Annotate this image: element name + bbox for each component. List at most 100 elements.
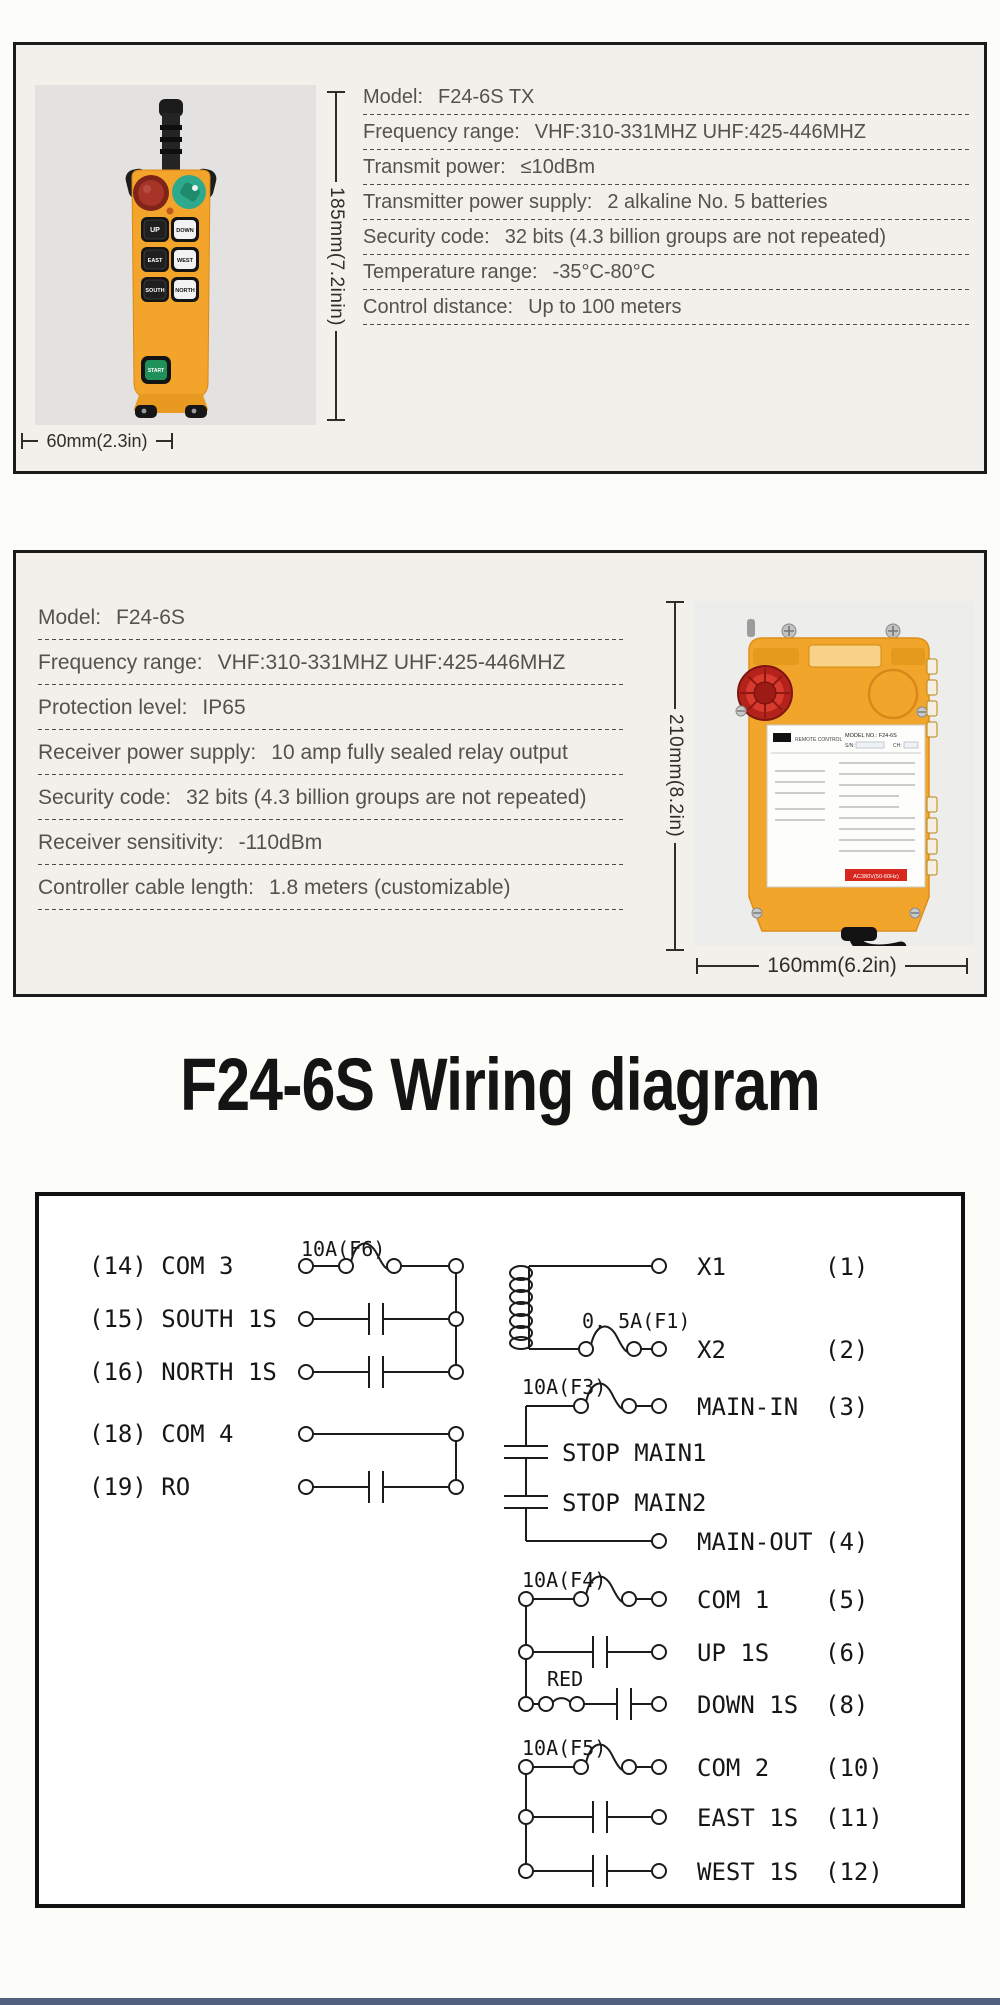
dim-line xyxy=(674,603,676,710)
receiver-panel: Model: F24-6S Frequency range: VHF:310-331… xyxy=(13,550,987,997)
spec-value: 32 bits (4.3 billion groups are not repe… xyxy=(186,785,587,809)
receiver-illustration: REMOTE CONTROL MODEL NO.: F24-6S S/N: CH… xyxy=(735,619,938,956)
dim-cap xyxy=(327,419,345,421)
dim-line xyxy=(335,330,337,419)
dim-line xyxy=(698,965,760,967)
fuse-label-f3: 10A(F3) xyxy=(522,1375,606,1399)
spec-label: Transmit power: xyxy=(363,156,506,178)
pin-number: (12) xyxy=(825,1858,883,1886)
spec-value: ≤10dBm xyxy=(520,156,595,178)
fuse-label-f5: 10A(F5) xyxy=(522,1736,606,1760)
receiver-spec-list: Model: F24-6S Frequency range: VHF:310-331… xyxy=(38,595,623,910)
wiring-diagram: (14) COM 3 (15) SOUTH 1S (16) NORTH 1S (… xyxy=(89,1237,883,1888)
transmitter-width-dimension: 60mm(2.3in) xyxy=(21,428,173,454)
button-north: NORTH xyxy=(171,277,199,302)
dim-line xyxy=(674,842,676,949)
spec-row: Transmit power: ≤10dBm xyxy=(363,150,970,185)
dim-label: 160mm(6.2in) xyxy=(767,954,897,977)
terminal-label-west1s: WEST 1S xyxy=(697,1858,798,1886)
button-start-label: START xyxy=(148,368,164,374)
spec-value: F24-6S TX xyxy=(438,86,535,108)
spec-label: Security code: xyxy=(38,785,172,809)
spec-value: F24-6S xyxy=(116,605,185,629)
spec-row: Frequency range: VHF:310-331MHZ UHF:425-4… xyxy=(38,640,623,685)
button-start: START xyxy=(141,356,171,384)
pin-number: (10) xyxy=(825,1754,883,1782)
fuse-label-f6: 10A(F6) xyxy=(301,1237,385,1261)
terminal-label-com2: COM 2 xyxy=(697,1754,769,1782)
dim-line xyxy=(155,440,171,442)
emergency-stop-button xyxy=(133,175,169,211)
spec-label: Receiver sensitivity: xyxy=(38,830,224,854)
model-text: MODEL NO.: F24-6S xyxy=(845,733,897,739)
terminal-label-com4: (18) COM 4 xyxy=(89,1420,234,1448)
spec-value: VHF:310-331MHZ UHF:425-446MHZ xyxy=(534,121,866,143)
spec-row: Security code: 32 bits (4.3 billion group… xyxy=(363,220,970,255)
spec-row: Receiver sensitivity: -110dBm xyxy=(38,820,623,865)
coil-symbol xyxy=(509,1265,533,1350)
side-screw xyxy=(751,907,763,919)
left-circuit xyxy=(298,1242,464,1504)
button-down: DOWN xyxy=(171,217,199,242)
vent xyxy=(753,648,799,665)
spec-row: Model: F24-6S xyxy=(38,595,623,640)
button-west-label: WEST xyxy=(177,258,194,264)
terminal-label-down1s: DOWN 1S xyxy=(697,1691,798,1719)
spec-value: 2 alkaline No. 5 batteries xyxy=(607,191,828,213)
pin-number: (11) xyxy=(825,1804,883,1832)
terminal-label-x1: X1 xyxy=(697,1253,726,1281)
vent xyxy=(891,648,925,665)
spec-label: Protection level: xyxy=(38,695,188,719)
button-east-label: EAST xyxy=(148,258,163,264)
spec-label: Model: xyxy=(38,605,102,629)
terminal-label-up1s: UP 1S xyxy=(697,1639,769,1667)
spec-value: VHF:310-331MHZ UHF:425-446MHZ xyxy=(217,650,566,674)
spec-label: Frequency range: xyxy=(363,121,520,143)
spec-value: -110dBm xyxy=(238,830,323,854)
spec-label: Frequency range: xyxy=(38,650,203,674)
side-screw xyxy=(735,705,747,717)
terminal-label-ro: (19) RO xyxy=(89,1473,190,1501)
fuse-label-f1: 0. 5A(F1) xyxy=(582,1309,690,1333)
wiring-diagram-box: (14) COM 3 (15) SOUTH 1S (16) NORTH 1S (… xyxy=(35,1192,965,1908)
spec-value: 32 bits (4.3 billion groups are not repe… xyxy=(504,226,887,248)
spec-value: 1.8 meters (customizable) xyxy=(268,875,511,899)
wiring-label: REMOTE CONTROL MODEL NO.: F24-6S S/N: CH… xyxy=(766,724,926,888)
pin-number: (8) xyxy=(825,1691,868,1719)
led-indicator xyxy=(166,207,174,215)
pin-number: (5) xyxy=(825,1586,868,1614)
terminal-label-stop-main2: STOP MAIN2 xyxy=(562,1489,707,1517)
stop-chain xyxy=(504,1406,548,1541)
side-connectors xyxy=(926,658,938,876)
side-screw xyxy=(909,907,921,919)
top-screw xyxy=(781,623,797,639)
transmitter-height-dimension: 185mm(7.2inin) xyxy=(325,91,347,421)
terminal-label-main-out: MAIN-OUT xyxy=(697,1528,813,1556)
spec-label: Transmitter power supply: xyxy=(363,191,593,213)
voltage-text: AC380V(50-60Hz) xyxy=(853,874,899,880)
page-title: F24-6S Wiring diagram xyxy=(180,1043,821,1126)
pin-number: (6) xyxy=(825,1639,868,1667)
button-north-label: NORTH xyxy=(175,288,195,294)
dim-label: 60mm(2.3in) xyxy=(46,430,148,451)
spec-label: Security code: xyxy=(363,226,490,248)
button-east: EAST xyxy=(141,247,169,272)
spec-row: Temperature range:-35°C-80°C xyxy=(363,255,970,290)
button-up-label: UP xyxy=(150,227,160,234)
terminal-label-south1s: (15) SOUTH 1S xyxy=(89,1305,277,1333)
pin-number: (4) xyxy=(825,1528,868,1556)
terminal-label-main-in: MAIN-IN xyxy=(697,1393,798,1421)
brand-text: REMOTE CONTROL xyxy=(795,737,842,743)
spec-value: IP65 xyxy=(202,695,246,719)
button-up: UP xyxy=(141,217,169,242)
spec-row: Transmitter power supply: 2 alkaline No. … xyxy=(363,185,970,220)
terminal-label-com1: COM 1 xyxy=(697,1586,769,1614)
mini-diagram-lines xyxy=(775,762,915,852)
antenna-stub xyxy=(747,619,755,637)
spec-row: Frequency range: VHF:310-331MHZ UHF:425-4… xyxy=(363,115,970,150)
button-west: WEST xyxy=(171,247,199,272)
dim-line xyxy=(23,440,39,442)
terminal-label-east1s: EAST 1S xyxy=(697,1804,798,1832)
red-wire-label: RED xyxy=(547,1667,583,1691)
